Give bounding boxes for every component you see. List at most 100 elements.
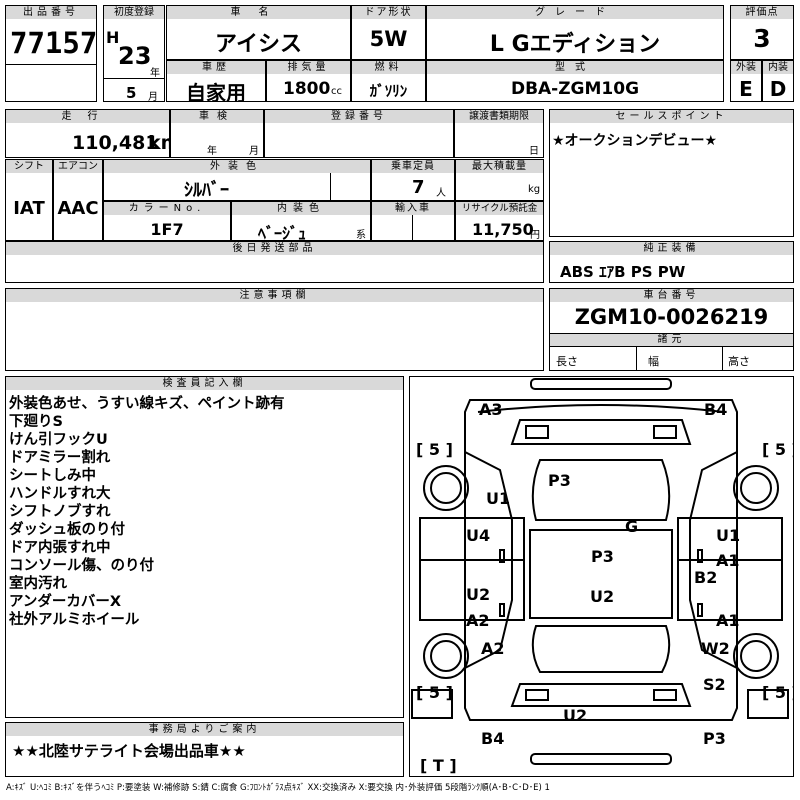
recycle-deposit-cell: リサイクル預託金 11,750 円 — [455, 201, 544, 241]
note-item: 下廻りS — [9, 414, 63, 430]
wheel-front-left-inner — [430, 472, 462, 504]
displacement-unit: cc — [331, 86, 342, 97]
exterior-color: ｼﾙﾊﾞｰ — [184, 180, 229, 201]
wheel-rear-right-inner — [740, 640, 772, 672]
interior-grade-label: 内装 — [763, 61, 793, 74]
damage-mark-right-rear-door: A1 — [716, 611, 740, 630]
front-bumper-outline — [530, 378, 672, 390]
left-rear-door-outline — [419, 559, 525, 621]
width-label: 幅 — [648, 355, 659, 368]
damage-mark-left-fender: U1 — [486, 489, 510, 508]
tire-mark-front-left: [ 5 ] — [416, 440, 453, 459]
tire-mark-spare: [ T ] — [420, 756, 457, 775]
damage-mark-rear-bumper-center: U2 — [563, 706, 587, 725]
year-unit: 年 — [150, 68, 160, 79]
registration-year: 23 — [118, 42, 152, 70]
wheel-rear-left-outline — [423, 633, 469, 679]
tailgate-outline — [510, 683, 692, 707]
damage-mark-rear-glass: U2 — [590, 587, 614, 606]
inspector-notes-label: 検査員記入欄 — [6, 377, 403, 390]
office-message: ★★北陸サテライト会場出品車★★ — [12, 742, 246, 760]
legend: A:ｷｽﾞ U:ﾍｺﾐ B:ｷｽﾞを伴うﾍｺﾐ P:要塗装 W:補修跡 S:錆 … — [6, 783, 550, 793]
specs-label: 諸元 — [550, 333, 793, 346]
damage-mark-right-front-door: A1 — [716, 551, 740, 570]
office-message-cell: 事務局よりご案内 ★★北陸サテライト会場出品車★★ — [5, 722, 404, 777]
wheel-front-left-outline — [423, 465, 469, 511]
car-name-label: 車名 — [167, 6, 350, 19]
note-item: アンダーカバーX — [9, 594, 122, 610]
note-item: ドアミラー割れ — [9, 450, 111, 466]
door-type: 5W — [369, 27, 408, 51]
office-message-label: 事務局よりご案内 — [6, 723, 403, 736]
tire-mark-front-right: [ 5 ] — [762, 440, 794, 459]
damage-mark-right-rear: S2 — [703, 675, 726, 694]
rear-glass-outline — [531, 625, 671, 673]
model-label: 型式 — [427, 61, 723, 74]
recycle-deposit: 11,750 — [472, 220, 534, 239]
interior-color-label: 内装色 — [232, 202, 370, 215]
car-name: アイシス — [215, 32, 302, 57]
seats-cell: 乗車定員 7 人 — [371, 159, 455, 201]
note-item: 外装色あせ、うすい線キズ、ペイント跡有 — [9, 396, 285, 412]
mileage-cell: 走行 110,481 km — [5, 109, 170, 158]
model-cell: 型式 DBA-ZGM10G — [426, 60, 724, 102]
interior-grade-cell: 内装 D — [762, 60, 794, 102]
mileage-unit: km — [148, 132, 169, 154]
first-registration-label: 初度登録 — [104, 6, 164, 19]
damage-mark-hood: P3 — [548, 471, 571, 490]
caution-cell: 注意事項欄 — [5, 288, 544, 371]
damage-mark-left-quarter: A2 — [481, 639, 505, 658]
spare-tire-outline — [411, 689, 453, 719]
chassis-number-cell: 車台番号 ZGM10-0026219 諸元 長さ 幅 高さ — [549, 288, 794, 371]
door-type-cell: ドア形状 5W — [351, 5, 426, 60]
import-label: 輸入車 — [372, 202, 454, 215]
grade-label: グレード — [427, 6, 723, 19]
month-unit: 月 — [148, 92, 158, 102]
body-outline — [464, 399, 738, 721]
registration-month: 5 — [126, 84, 137, 102]
windshield-outline — [531, 459, 671, 521]
genuine-equipment-cell: 純正装備 ABS ｴｱB PS PW — [549, 241, 794, 283]
displacement: 1800 — [283, 79, 331, 99]
grille-outline — [510, 419, 692, 445]
aircon-label: エアコン — [54, 160, 102, 173]
tire-mark-rear-left: [ 5 ] — [416, 683, 453, 702]
recycle-deposit-unit: 円 — [530, 230, 540, 241]
front-lamp-left-outline — [525, 425, 549, 439]
max-load-unit: kg — [528, 184, 541, 195]
color-number-cell: カラーNo. 1F7 — [103, 201, 231, 241]
front-lamp-right-outline — [653, 425, 677, 439]
damage-mark-left-rear-lower: A2 — [466, 611, 490, 630]
inspector-notes-cell: 検査員記入欄 外装色あせ、うすい線キズ、ペイント跡有 下廻りS けん引フックU … — [5, 376, 404, 718]
damage-mark-right-fender: U1 — [716, 526, 740, 545]
right-rear-door-outline — [677, 559, 783, 621]
seats-label: 乗車定員 — [372, 160, 454, 173]
seats: 7 — [412, 177, 425, 198]
shift-label: シフト — [6, 160, 52, 173]
mileage: 110,481 — [72, 132, 159, 154]
inspection-month-unit: 月 — [249, 146, 259, 157]
roof-outline — [529, 529, 673, 619]
transfer-day-unit: 日 — [529, 146, 539, 157]
lot-number-label: 出品番号 — [6, 6, 96, 19]
damage-mark-rear-bumper-left: B4 — [481, 729, 504, 748]
max-load-cell: 最大積載量 kg — [455, 159, 544, 201]
color-number-label: カラーNo. — [104, 202, 230, 215]
damage-mark-rear-bumper-right: P3 — [703, 729, 726, 748]
aircon: AAC — [57, 198, 99, 219]
damage-mark-front-bumper-right: B4 — [704, 400, 727, 419]
car-name-cell: 車名 アイシス — [166, 5, 351, 60]
exterior-grade: E — [739, 77, 753, 101]
note-item: ダッシュ板のり付 — [9, 522, 125, 538]
rear-lamp-right-outline — [653, 689, 677, 701]
sales-point-label: セールスポイント — [550, 110, 793, 123]
note-item: けん引フックU — [9, 432, 108, 448]
inspection-cell: 車検 年 月 — [170, 109, 264, 158]
note-item: ドア内張すれ中 — [9, 540, 111, 556]
sales-point: ★オークションデビュー★ — [552, 133, 718, 149]
tire-mark-rear-right: [ 5 ] — [762, 683, 794, 702]
score-label: 評価点 — [731, 6, 793, 19]
car-diagram-cell: [ 5 ] [ 5 ] [ 5 ] [ 5 ] [ T ] A3 B4 P3 U… — [409, 376, 794, 777]
grade-cell: グレード L Gエディション — [426, 5, 724, 60]
rear-lamp-left-outline — [525, 689, 549, 701]
